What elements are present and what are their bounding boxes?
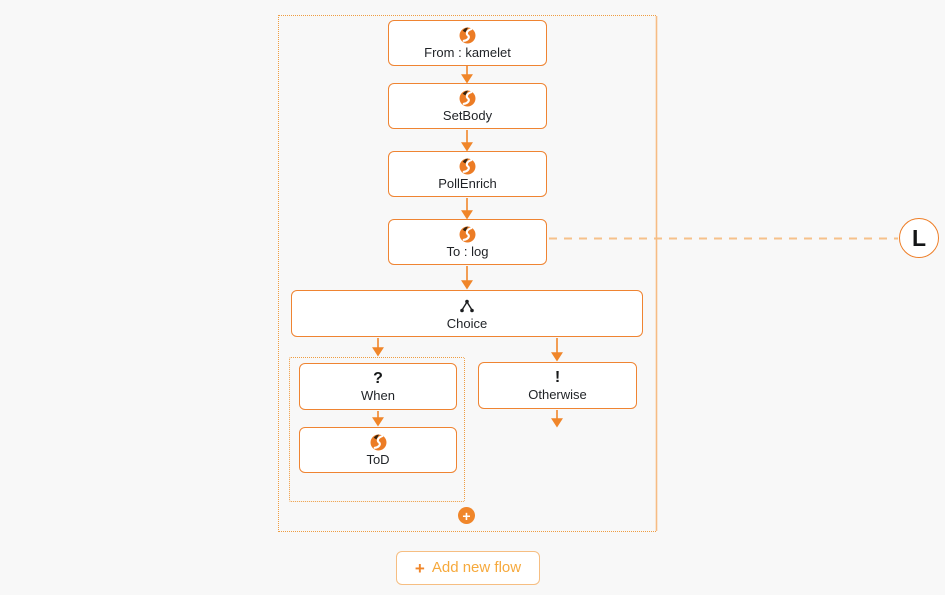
plus-icon: + bbox=[462, 507, 471, 524]
step-label: When bbox=[361, 387, 395, 403]
camel-logo-icon bbox=[370, 433, 387, 451]
step-label: From : kamelet bbox=[424, 45, 511, 60]
step-pollenrich[interactable]: PollEnrich bbox=[388, 151, 547, 197]
plus-icon: + bbox=[414, 558, 425, 578]
step-label: SetBody bbox=[442, 108, 493, 123]
step-label: ToD bbox=[366, 452, 390, 467]
step-label: PollEnrich bbox=[438, 176, 497, 191]
add-new-flow-label: Add new flow bbox=[431, 559, 522, 576]
when-branch-container bbox=[289, 357, 465, 502]
step-setbody[interactable]: SetBody bbox=[388, 83, 547, 129]
camel-logo-icon bbox=[459, 157, 476, 175]
step-label: Choice bbox=[446, 315, 488, 331]
step-from-kamelet[interactable]: From : kamelet bbox=[388, 20, 547, 66]
log-endpoint-badge[interactable]: L bbox=[899, 218, 939, 258]
branch-icon bbox=[459, 297, 475, 315]
exclamation-mark-icon: ! bbox=[554, 368, 561, 386]
step-label: To : log bbox=[446, 244, 489, 259]
add-step-button[interactable]: + bbox=[458, 507, 475, 524]
step-when[interactable]: ? When bbox=[299, 363, 457, 410]
step-otherwise[interactable]: ! Otherwise bbox=[478, 362, 637, 409]
camel-logo-icon bbox=[459, 26, 476, 44]
step-label: Otherwise bbox=[528, 386, 587, 402]
step-to-log[interactable]: To : log bbox=[388, 219, 547, 265]
camel-logo-icon bbox=[459, 225, 476, 243]
endpoint-letter: L bbox=[911, 224, 927, 251]
step-tod[interactable]: ToD bbox=[299, 427, 457, 473]
route-container bbox=[278, 15, 656, 532]
step-choice[interactable]: Choice bbox=[291, 290, 643, 337]
camel-logo-icon bbox=[459, 89, 476, 107]
add-new-flow-button[interactable]: + Add new flow bbox=[396, 551, 540, 585]
question-mark-icon: ? bbox=[373, 369, 383, 387]
